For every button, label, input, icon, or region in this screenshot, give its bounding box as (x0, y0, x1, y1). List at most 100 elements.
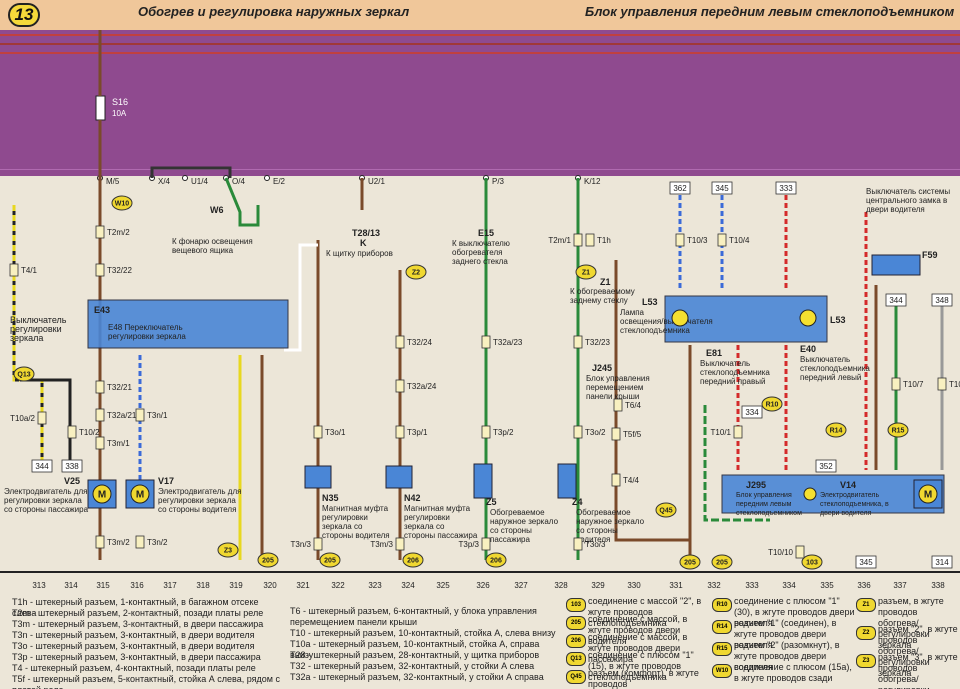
box-344b (31, 459, 53, 473)
connector-12 (585, 233, 595, 247)
legend-code3-badge-1: Z2 (856, 626, 876, 640)
mark-z2-label: Z2 (412, 270, 420, 277)
label-j245-desc: Блок управления (586, 374, 650, 383)
mark-g206-a-label: 206 (407, 558, 419, 565)
wire-white-321 (284, 243, 318, 352)
mark-g206-a (402, 552, 424, 568)
label-n35-name: N35 (322, 493, 339, 503)
connector-17 (573, 425, 583, 439)
terminal-label-0: M/5 (106, 177, 120, 186)
coil-n42 (385, 465, 413, 489)
column-number-318: 318 (196, 581, 210, 590)
column-number-320: 320 (263, 581, 277, 590)
label-j245-name: J245 (592, 363, 612, 373)
label-e15-name: E15 (478, 228, 494, 238)
column-number-316: 316 (130, 581, 144, 590)
connector-21 (313, 537, 323, 551)
mark-z1 (575, 264, 597, 280)
module-f59 (871, 254, 921, 276)
connector-24 (573, 537, 583, 551)
label-e43-desc: Выключатель (10, 315, 67, 325)
terminal-label-5: U2/1 (368, 177, 385, 186)
column-number-322: 322 (331, 581, 345, 590)
connector-26 (611, 427, 621, 441)
label-e43-desc: зеркала (10, 333, 43, 343)
column-number-334: 334 (782, 581, 796, 590)
mark-w10-label: W10 (115, 201, 130, 208)
legend-left-6: T4 - штекерный разъем, 4-контактный, поз… (12, 663, 256, 673)
connector-33-label: T10/10 (768, 548, 793, 557)
bus-line-x (0, 52, 960, 54)
label-n42-desc: регулировки (404, 513, 450, 522)
legend-code1-badge-0: 103 (566, 598, 586, 612)
connector-20 (395, 379, 405, 393)
connector-21-label: T3n/3 (291, 540, 312, 549)
label-v25-desc: регулировки зеркала (4, 496, 82, 505)
connector-4-label: T3m/1 (107, 439, 130, 448)
column-number-329: 329 (591, 581, 605, 590)
label-e48-desc: регулировки зеркала (108, 332, 186, 341)
connector-8-label: T4/1 (21, 266, 38, 275)
connector-13-label: T32a/23 (493, 338, 523, 347)
connector-3-label: T32a/21 (107, 411, 137, 420)
column-number-315: 315 (96, 581, 110, 590)
legend-left-1: T2m - штекерный разъем, 2-контактный, по… (12, 608, 264, 618)
legend-code2-badge-2: R15 (712, 642, 732, 656)
column-number-327: 327 (514, 581, 528, 590)
motor-v17-m: M (136, 490, 144, 501)
column-number-313: 313 (32, 581, 46, 590)
column-number-325: 325 (436, 581, 450, 590)
label-l53-desc: Лампа (620, 308, 645, 317)
column-number-331: 331 (669, 581, 683, 590)
mark-z1-label: Z1 (582, 270, 590, 277)
mark-r10 (761, 396, 783, 412)
mark-z3-label: Z3 (224, 548, 232, 555)
legend-code2-text-1: разъем "1" (соединен), в жгуте проводов … (734, 618, 837, 650)
motor-v17-symbol (130, 484, 150, 504)
connector-16-label: T3p/1 (407, 428, 428, 437)
label-v14-name: V14 (840, 480, 856, 490)
connector-23 (481, 537, 491, 551)
box-338-label: 338 (65, 462, 79, 471)
connector-20-label: T32a/24 (407, 382, 437, 391)
label-l53-name: L53 (642, 297, 658, 307)
box-314 (931, 555, 953, 569)
label-v17-name: V17 (158, 476, 174, 486)
label-z5-desc: Обогреваемое (490, 508, 545, 517)
legend-left-7: T5f - штекерный разъем, 5-контактный, ст… (12, 674, 280, 689)
mark-z2 (405, 264, 427, 280)
box-333-label: 333 (779, 184, 793, 193)
label-k-desc: К щитку приборов (326, 249, 393, 258)
connector-22-label: T3m/3 (370, 540, 393, 549)
mark-r14 (825, 422, 847, 438)
terminal-label-1: X/4 (158, 177, 171, 186)
legend-middle-5: T32a - штекерный разъем, 32-контактный, … (290, 672, 544, 682)
connector-8 (9, 263, 19, 277)
legend-code1-badge-1: 205 (566, 616, 586, 630)
mark-z3 (217, 542, 239, 558)
connector-28-label: T10/3 (687, 236, 708, 245)
bus-line-15 (0, 43, 960, 45)
label-t28: T28/13 (352, 228, 380, 238)
connector-6 (135, 408, 145, 422)
label-e81-desc: передний правый (700, 377, 765, 386)
label-n42-desc: стороны пассажира (404, 531, 478, 540)
connector-9 (37, 411, 47, 425)
column-number-332: 332 (707, 581, 721, 590)
label-v17-desc: со стороны водителя (158, 505, 236, 514)
module-j295 (721, 474, 945, 514)
connector-22 (395, 537, 405, 551)
connector-14-label: T32/23 (585, 338, 610, 347)
label-z1-desc: заднему стеклу (570, 296, 628, 305)
connector-15 (313, 425, 323, 439)
mark-g206-b (485, 552, 507, 568)
heater-z5 (473, 463, 493, 499)
connector-2 (95, 380, 105, 394)
connector-27 (611, 473, 621, 487)
column-number-317: 317 (163, 581, 177, 590)
connector-3 (95, 408, 105, 422)
label-e43-desc: регулировки (10, 324, 62, 334)
mark-g205-c-label: 205 (684, 560, 696, 567)
label-z4-desc: со стороны (576, 526, 618, 535)
